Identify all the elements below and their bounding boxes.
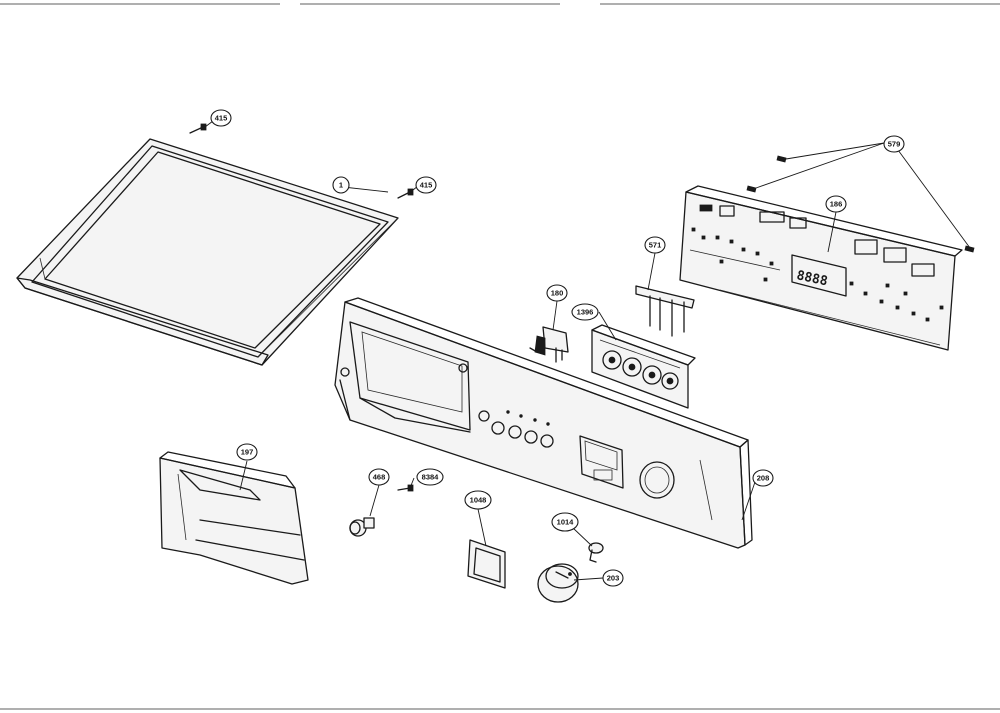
callout-579: 579 (883, 135, 905, 153)
program-knob-203-part[interactable] (537, 563, 579, 603)
display-frame-1048-part[interactable] (467, 539, 506, 589)
callout-415-left: 415 (210, 109, 232, 127)
drawer-197-part[interactable] (159, 451, 309, 585)
callout-571: 571 (644, 236, 666, 254)
svg-text:208: 208 (757, 474, 770, 483)
callout-180: 180 (546, 284, 568, 302)
screw-579-c[interactable] (964, 245, 975, 253)
bracket-571-part[interactable] (635, 285, 695, 337)
svg-text:468: 468 (373, 473, 386, 482)
svg-text:8888: 8888 (795, 268, 829, 289)
svg-text:1396: 1396 (577, 308, 594, 317)
svg-text:1014: 1014 (557, 518, 575, 527)
screw-415-right[interactable] (397, 188, 414, 199)
screw-579-b[interactable] (746, 185, 757, 193)
callout-415-right: 415 (415, 176, 437, 194)
callout-8384: 8384 (416, 468, 444, 486)
callout-208: 208 (752, 469, 774, 487)
page-border-top (0, 3, 1000, 710)
top-lid-part[interactable] (16, 138, 399, 366)
screw-8384[interactable] (397, 484, 414, 492)
svg-text:571: 571 (649, 241, 662, 250)
svg-text:203: 203 (607, 574, 620, 583)
callout-203: 203 (602, 569, 624, 587)
callout-1: 1 (332, 176, 350, 194)
svg-text:1: 1 (339, 181, 343, 190)
leader-lines (204, 120, 971, 581)
switch-180-part[interactable] (529, 326, 569, 363)
knob-468-part[interactable] (349, 517, 375, 537)
screw-579-a[interactable] (776, 155, 787, 163)
svg-text:8384: 8384 (422, 473, 440, 482)
callout-1014: 1014 (551, 512, 579, 532)
svg-text:579: 579 (888, 140, 901, 149)
svg-text:415: 415 (215, 114, 228, 123)
svg-text:1048: 1048 (470, 496, 487, 505)
callout-468: 468 (368, 468, 390, 486)
part-1014[interactable] (588, 542, 604, 563)
callout-186: 186 (825, 195, 847, 213)
pcb-186-part[interactable]: 8888 (679, 185, 963, 351)
svg-text:186: 186 (830, 200, 843, 209)
callout-1048: 1048 (464, 490, 492, 510)
callout-197: 197 (236, 443, 258, 461)
svg-text:415: 415 (420, 181, 433, 190)
button-module-1396-part[interactable] (591, 324, 696, 409)
callout-1396: 1396 (571, 303, 599, 321)
svg-text:180: 180 (551, 289, 564, 298)
svg-text:197: 197 (241, 448, 254, 457)
screw-415-left[interactable] (189, 123, 207, 134)
control-panel-208-part[interactable] (334, 297, 753, 549)
